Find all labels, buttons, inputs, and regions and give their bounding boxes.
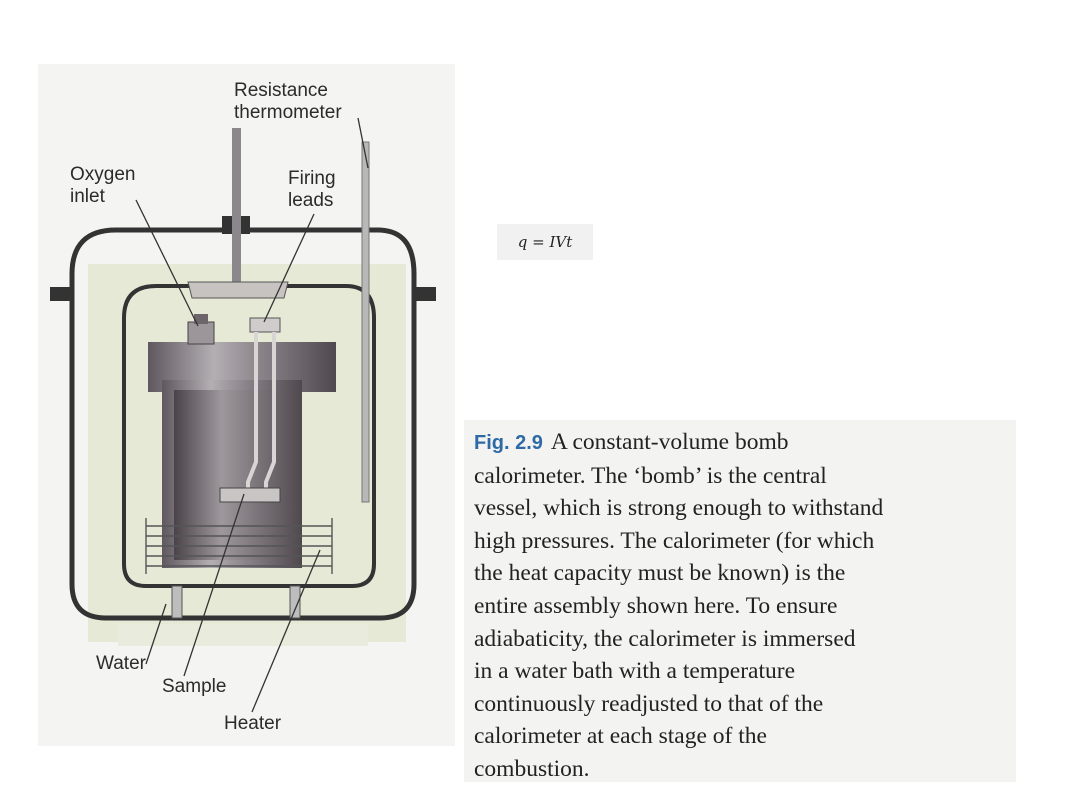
formula: q = IVt bbox=[497, 224, 593, 260]
calorimeter-diagram: Resistance thermometer Oxygen inlet Firi… bbox=[38, 64, 455, 746]
caption-line: adiabaticity, the calorimeter is immerse… bbox=[474, 625, 856, 652]
thermometer-tube bbox=[361, 141, 370, 503]
label-water: Water bbox=[96, 653, 147, 674]
bath-base bbox=[118, 624, 368, 646]
left-support bbox=[171, 585, 183, 619]
outer-jacket bbox=[69, 227, 417, 621]
caption-line: calorimeter. The ‘bomb’ is the central bbox=[474, 462, 827, 489]
label-resistance-line1: Resistance bbox=[234, 80, 328, 101]
figure-caption: Fig. 2.9 A constant-volume bomb calorimet… bbox=[464, 420, 1016, 782]
caption-line: in a water bath with a temperature bbox=[474, 658, 796, 685]
label-sample: Sample bbox=[162, 676, 226, 697]
caption-line: calorimeter at each stage of the bbox=[474, 723, 767, 750]
caption-line-text: A constant-volume bomb bbox=[550, 429, 789, 455]
right-support bbox=[289, 585, 301, 619]
sample-cup bbox=[219, 487, 281, 503]
figure-number: Fig. 2.9 bbox=[474, 432, 543, 454]
caption-line: combustion. bbox=[474, 755, 590, 782]
label-heater: Heater bbox=[224, 713, 282, 734]
label-firing-line2: leads bbox=[288, 190, 333, 211]
stirrer-paddle bbox=[187, 281, 289, 299]
oxygen-valve bbox=[187, 321, 215, 345]
label-resistance-line2: thermometer bbox=[234, 102, 342, 123]
caption-line: high pressures. The calorimeter (for whi… bbox=[474, 527, 875, 554]
caption-text: Fig. 2.9 A constant-volume bomb calorimet… bbox=[474, 426, 1006, 786]
calorimeter-drawing: Resistance thermometer Oxygen inlet Firi… bbox=[50, 80, 436, 734]
caption-line: the heat capacity must be known) is the bbox=[474, 560, 846, 587]
leader-lines bbox=[135, 117, 369, 713]
caption-line: entire assembly shown here. To ensure bbox=[474, 592, 838, 619]
caption-line: continuously readjusted to that of the bbox=[474, 690, 824, 717]
label-oxygen-line1: Oxygen bbox=[70, 164, 135, 185]
label-oxygen-line2: inlet bbox=[70, 186, 106, 207]
left-clamp bbox=[50, 287, 72, 301]
right-clamp bbox=[414, 287, 436, 301]
stirrer-shaft bbox=[232, 128, 241, 296]
caption-line: vessel, which is strong enough to withst… bbox=[474, 495, 884, 522]
oxygen-valve-cap bbox=[194, 314, 208, 324]
label-firing-line1: Firing bbox=[288, 168, 336, 189]
caption-line: Fig. 2.9 A constant-volume bomb bbox=[474, 426, 1006, 460]
firing-lead-cap bbox=[249, 317, 281, 333]
heater-coils bbox=[145, 518, 333, 574]
firing-lead-wires bbox=[246, 332, 276, 492]
calorimeter-vessel bbox=[122, 284, 376, 588]
